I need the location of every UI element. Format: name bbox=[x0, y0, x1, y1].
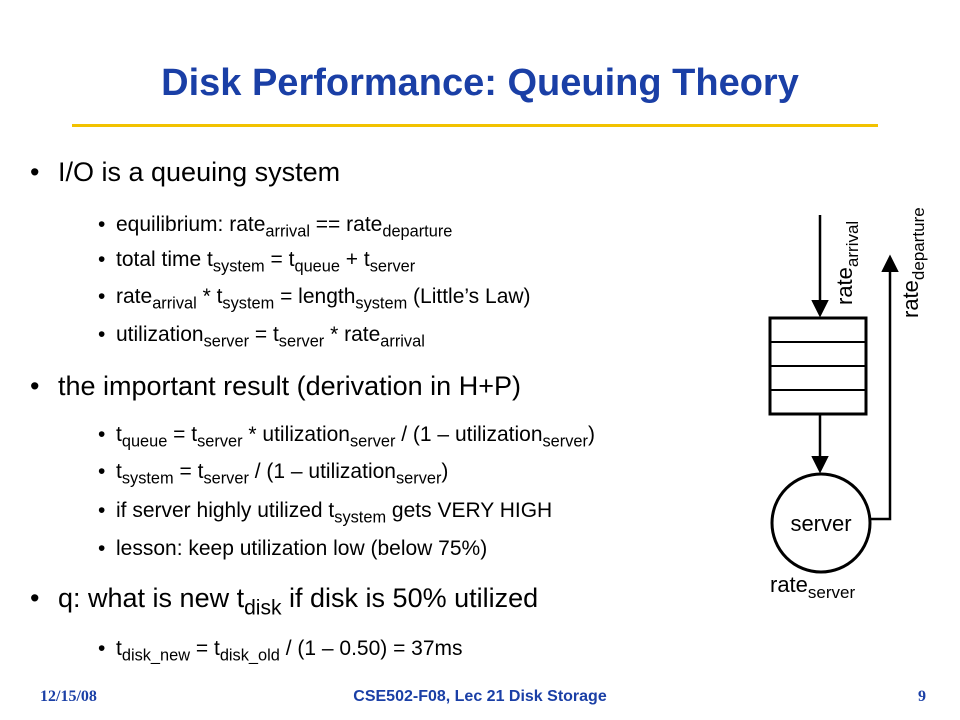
server-label: server bbox=[790, 511, 851, 536]
slide-title: Disk Performance: Queuing Theory bbox=[161, 62, 799, 104]
title-underline bbox=[72, 124, 878, 127]
bullet-io-queuing: •I/O is a queuing system bbox=[30, 157, 341, 187]
footer-course: CSE502-F08, Lec 21 Disk Storage bbox=[353, 688, 607, 705]
bullet-lesson: •lesson: keep utilization low (below 75%… bbox=[98, 537, 488, 560]
footer-page-number: 9 bbox=[918, 688, 926, 705]
bullet-t-queue: •tqueue = tserver * utilizationserver / … bbox=[98, 423, 595, 451]
bullet-important-result: •the important result (derivation in H+P… bbox=[30, 371, 521, 401]
rate-server-label: rateserver bbox=[770, 572, 855, 602]
server-circle bbox=[770, 472, 872, 574]
queue-buffer bbox=[768, 316, 868, 416]
bullet-equilibrium: •equilibrium: ratearrival == ratedepartu… bbox=[98, 213, 453, 241]
bullet-t-system: •tsystem = tserver / (1 – utilizationser… bbox=[98, 460, 449, 488]
departure-arrow bbox=[870, 254, 899, 521]
footer-date: 12/15/08 bbox=[40, 688, 97, 705]
bullet-question: •q: what is new tdisk if disk is 50% uti… bbox=[30, 583, 539, 620]
bullet-dot: • bbox=[30, 157, 40, 187]
rate-arrival-label: ratearrival bbox=[832, 221, 862, 305]
bullet-total-time: •total time tsystem = tqueue + tserver bbox=[98, 248, 416, 276]
bullet-answer: •tdisk_new = tdisk_old / (1 – 0.50) = 37… bbox=[98, 637, 463, 665]
bullet-littles-law: •ratearrival * tsystem = lengthsystem (L… bbox=[98, 285, 531, 313]
rate-departure-label: ratedeparture bbox=[898, 207, 928, 318]
bullet-highly-utilized: •if server highly utilized tsystem gets … bbox=[98, 499, 553, 527]
bullet-utilization: •utilizationserver = tserver * ratearriv… bbox=[98, 323, 425, 351]
